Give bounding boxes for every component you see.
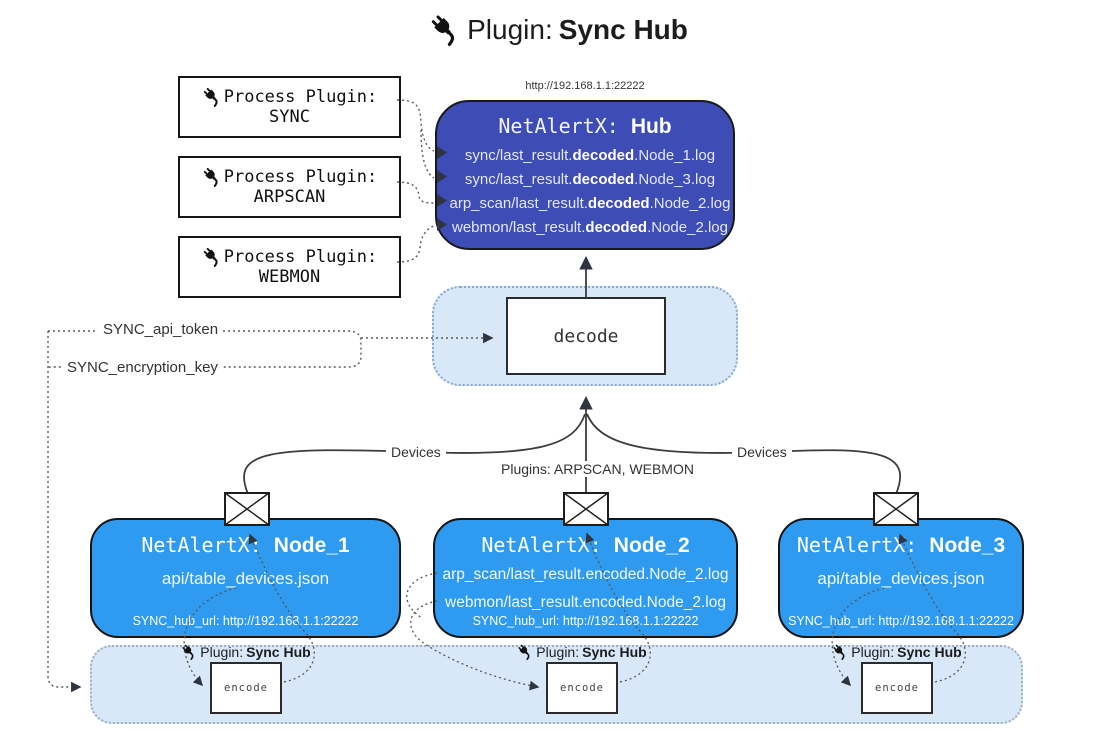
encode-box: encode: [861, 662, 933, 714]
node-files: arp_scan/last_result.encoded.Node_2.log …: [435, 561, 736, 617]
node-file-row: arp_scan/last_result.encoded.Node_2.log: [442, 566, 729, 583]
title-bold: Sync Hub: [558, 14, 688, 45]
plugin-prefix: Plugin:: [851, 644, 895, 660]
plug-icon: [429, 14, 461, 46]
log-bold: decoded: [585, 219, 648, 236]
hub-name: Hub: [630, 115, 672, 138]
log-bold: decoded: [572, 171, 635, 188]
plug-icon: [202, 167, 222, 187]
encode-plugin-label: Plugin: Sync Hub: [136, 644, 356, 660]
log-post: .Node_1.log: [634, 147, 716, 164]
node-file-row: webmon/last_result.encoded.Node_2.log: [445, 594, 726, 611]
encode-plugin-label: Plugin: Sync Hub: [787, 644, 1007, 660]
hub-box: NetAlertX: Hub sync/last_result.decoded.…: [435, 100, 735, 250]
plug-icon: [832, 644, 848, 660]
hub-log-row: sync/last_result.decoded.Node_1.log: [437, 144, 733, 168]
plug-icon: [517, 644, 533, 660]
process-plugin-label: Process Plugin:: [223, 87, 378, 107]
process-plugin-label: Process Plugin:: [223, 167, 378, 187]
node-name-prefix: NetAlertX:: [796, 533, 930, 557]
node-title: NetAlertX: Node_2: [435, 533, 736, 558]
node-name: Node_3: [929, 534, 1006, 557]
page-title: Plugin: Sync Hub: [0, 14, 1117, 46]
hub-title: NetAlertX: Hub: [437, 114, 733, 139]
node-file-row: api/table_devices.json: [817, 569, 985, 588]
plugin-prefix: Plugin:: [536, 644, 580, 660]
hub-log-list: sync/last_result.decoded.Node_1.log sync…: [437, 144, 733, 240]
node-hub-url: SYNC_hub_url: http://192.168.1.1:22222: [472, 614, 699, 628]
plugin-prefix: Plugin:: [200, 644, 244, 660]
plug-icon: [181, 644, 197, 660]
plugin-name: Sync Hub: [897, 644, 962, 660]
process-plugin-name: SYNC: [269, 107, 310, 127]
plugin-name: Sync Hub: [582, 644, 647, 660]
hub-log-row: arp_scan/last_result.decoded.Node_2.log: [437, 192, 733, 216]
edge-label-plugins: Plugins: ARPSCAN, WEBMON: [496, 461, 699, 477]
log-post: .Node_2.log: [647, 219, 728, 236]
log-post: .Node_3.log: [634, 171, 716, 188]
edge-label-devices-right: Devices: [732, 444, 792, 460]
hub-log-row: sync/last_result.decoded.Node_3.log: [437, 168, 733, 192]
process-plugin-label: Process Plugin:: [223, 247, 378, 267]
node-name-prefix: NetAlertX:: [481, 533, 614, 557]
node-files: api/table_devices.json: [780, 566, 1022, 592]
hub-name-prefix: NetAlertX:: [498, 114, 631, 138]
envelope-icon: [873, 492, 919, 526]
node-name-prefix: NetAlertX:: [141, 533, 274, 557]
plug-icon: [202, 87, 222, 107]
node-hub-url: SYNC_hub_url: http://192.168.1.1:22222: [788, 614, 1014, 628]
node-name: Node_2: [613, 534, 690, 557]
plugin-name: Sync Hub: [246, 644, 311, 660]
envelope-icon: [563, 492, 609, 526]
node-title: NetAlertX: Node_1: [92, 533, 399, 558]
process-plugin-sync: Process Plugin: SYNC: [178, 76, 401, 138]
setting-api-token-label: SYNC_api_token: [98, 321, 224, 338]
plug-icon: [202, 247, 222, 267]
envelope-icon: [224, 492, 270, 526]
hub-url: http://192.168.1.1:22222: [525, 80, 645, 92]
node-hub-url: SYNC_hub_url: http://192.168.1.1:22222: [132, 614, 359, 628]
setting-encryption-key-label: SYNC_encryption_key: [62, 359, 223, 376]
log-pre: webmon/last_result.: [452, 219, 586, 236]
hub-log-row: webmon/last_result.decoded.Node_2.log: [437, 216, 733, 240]
log-bold: decoded: [572, 147, 635, 164]
decode-box: decode: [506, 297, 666, 375]
node-1-box: NetAlertX: Node_1 api/table_devices.json…: [90, 518, 401, 638]
process-plugin-name: ARPSCAN: [253, 187, 326, 207]
process-plugin-webmon: Process Plugin: WEBMON: [178, 236, 401, 298]
node-2-box: NetAlertX: Node_2 arp_scan/last_result.e…: [433, 518, 738, 638]
process-plugin-name: WEBMON: [258, 267, 321, 287]
encode-box: encode: [546, 662, 618, 714]
title-prefix: Plugin:: [467, 14, 553, 45]
node-3-box: NetAlertX: Node_3 api/table_devices.json…: [778, 518, 1024, 638]
node-title: NetAlertX: Node_3: [780, 533, 1022, 558]
log-pre: sync/last_result.: [464, 171, 573, 188]
edge-label-devices-left: Devices: [386, 444, 446, 460]
log-bold: decoded: [587, 195, 650, 212]
node-name: Node_1: [273, 534, 350, 557]
node-files: api/table_devices.json: [92, 566, 399, 592]
log-post: .Node_2.log: [649, 195, 731, 212]
encode-box: encode: [210, 662, 282, 714]
log-pre: arp_scan/last_result.: [449, 195, 588, 212]
log-pre: sync/last_result.: [464, 147, 573, 164]
encode-plugin-label: Plugin: Sync Hub: [472, 644, 692, 660]
process-plugin-arpscan: Process Plugin: ARPSCAN: [178, 156, 401, 218]
node-file-row: api/table_devices.json: [161, 569, 330, 588]
